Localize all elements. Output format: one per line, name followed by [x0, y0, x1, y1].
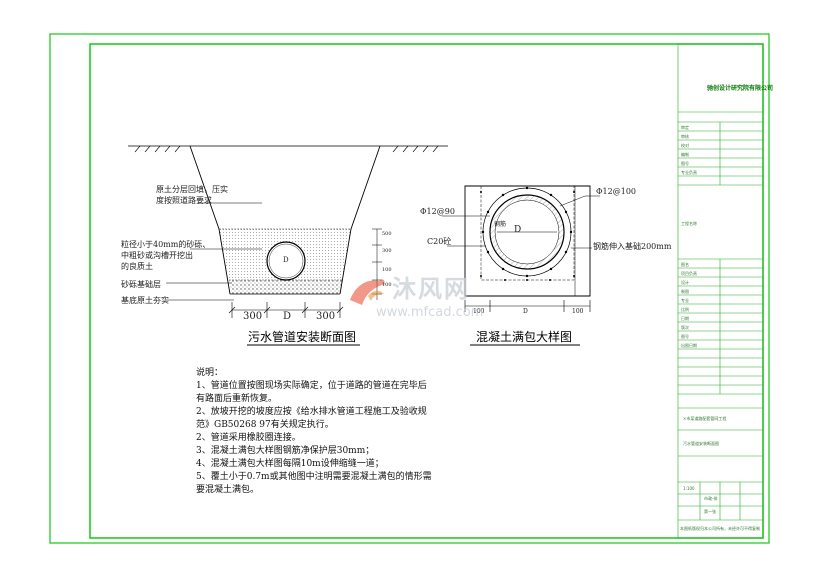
note-line: 2、放坡开挖的坡度应按《给水排水管道工程施工及验收规 [196, 407, 427, 417]
detail-dim-left: 100 [473, 308, 485, 315]
tb-row: 编制 [681, 152, 689, 157]
bottom-dimension [228, 302, 344, 318]
detail-title: 混凝土满包大样图 [476, 330, 573, 344]
detail-dim-right: 100 [572, 308, 584, 315]
rebar-dots [480, 186, 575, 281]
note-line: 范》GB50268 97有关规定执行。 [196, 420, 334, 430]
tb-row: 审定 [681, 125, 689, 130]
detail-side-dimension [571, 185, 579, 297]
tb-sheet: 第一张 [704, 509, 716, 514]
dim-right-300: 300 [316, 311, 336, 322]
tb-row: 专业 [681, 298, 689, 303]
ground-hatch [134, 145, 439, 153]
tb-row: 制图 [681, 289, 689, 294]
detail-dim-d: D [523, 308, 528, 315]
sewer-pipe-inner [268, 243, 304, 279]
detail-leaders [442, 195, 600, 249]
tb-row: 图名 [681, 262, 689, 267]
layer-label-sand-1: 粒径小于40mm的砂砾、 [121, 240, 211, 249]
pipe-d-label: D [514, 225, 522, 235]
layer-label-backfill-1: 原土分层回填，压实 [156, 185, 228, 194]
note-line: 要混凝土满包。 [196, 485, 260, 495]
tb-project: ×市某道路配套管网工程 [683, 416, 727, 421]
layer-label-sand-3: 的良质土 [121, 262, 153, 271]
trench-section [128, 145, 448, 346]
tb-row: 出图日期 [681, 343, 697, 348]
side-dim-500: 500 [382, 231, 392, 237]
rebar-left-label: Φ12@90 [420, 207, 455, 216]
pipe-diameter-label: D [283, 256, 289, 264]
note-line: 5、覆土小于0.7m或其他图中注明需要混凝土满包的情形需 [196, 472, 432, 482]
side-dim-100b: 100 [382, 282, 392, 288]
tb-row: 版次 [681, 325, 689, 330]
tb-row: 项目负责 [681, 271, 697, 276]
side-dimension [372, 228, 382, 300]
tb-row: 校对 [681, 143, 689, 148]
rebar-top-label: Φ12@100 [596, 187, 637, 196]
dim-pipe-d: D [283, 311, 292, 322]
dim-left-300: 300 [243, 311, 263, 322]
trench-section-title: 污水管道安装断面图 [248, 330, 357, 344]
tb-row: 图号 [681, 334, 689, 339]
tb-footer: 本图纸版权归本公司所有，未经许可不得复制 [680, 526, 760, 531]
inner-rebar-label: 钢筋 [494, 221, 507, 228]
tb-drawing-no: 市政-排 [704, 496, 718, 501]
tb-row: 比例 [681, 307, 689, 312]
tb-row: 工程名称 [681, 221, 697, 226]
outer-frame [49, 33, 770, 544]
side-dim-100a: 100 [382, 267, 392, 273]
gravel-base [229, 280, 342, 294]
tb-row: 日期 [681, 316, 689, 321]
note-line: 2、管道采用橡胶圈连接。 [196, 433, 301, 443]
trench-wall-right [339, 145, 381, 295]
tb-scale: 1:100 [683, 486, 695, 491]
sewer-pipe [266, 241, 306, 281]
tb-row: 图号 [681, 161, 689, 166]
layer-label-sand-2: 中粗砂或沟槽开挖出 [121, 251, 193, 260]
concrete-block [464, 185, 591, 297]
layer-label-base: 基底原土夯实 [121, 296, 169, 305]
layer-label-gravel: 砂砾基础层 [121, 280, 161, 289]
concrete-grade-label: C20砼 [427, 237, 452, 246]
tb-row: 设计 [681, 280, 689, 285]
notes-heading: 说明： [196, 368, 224, 378]
concrete-detail [442, 185, 600, 346]
watermark-url: www.mfcad.com [376, 305, 484, 320]
tb-row: 专业负责 [681, 170, 697, 175]
note-line: 3、混凝土满包大样图钢筋净保护层30mm； [196, 446, 375, 456]
title-block [677, 43, 764, 539]
watermark-brand: 沐风网 [392, 275, 470, 303]
tb-drawing-name: 污水管道安装断面图 [683, 441, 719, 446]
anchor-label: 钢筋伸入基础200mm [593, 242, 672, 251]
layer-label-backfill-2: 度按照道路要求 [156, 196, 212, 205]
company-name: 驰创设计研究院有限公司 [707, 85, 774, 92]
note-line: 4、混凝土满包大样图每隔10m设伸缩缝一道； [196, 459, 384, 469]
note-line: 1、管道位置按图现场实际确定，位于道路的管道在完毕后 [196, 381, 427, 391]
tb-row: 审核 [681, 134, 689, 139]
watermark-logo-icon [350, 279, 386, 305]
leader-lines [166, 202, 262, 301]
detail-bottom-dimension [464, 300, 591, 312]
design-notes: 说明： 1、管道位置按图现场实际确定，位于道路的管道在完毕后 有路面后重新恢复。… [196, 367, 456, 497]
trench-wall-left [189, 145, 231, 295]
side-dim-300: 300 [382, 248, 392, 254]
note-line: 有路面后重新恢复。 [196, 394, 278, 404]
